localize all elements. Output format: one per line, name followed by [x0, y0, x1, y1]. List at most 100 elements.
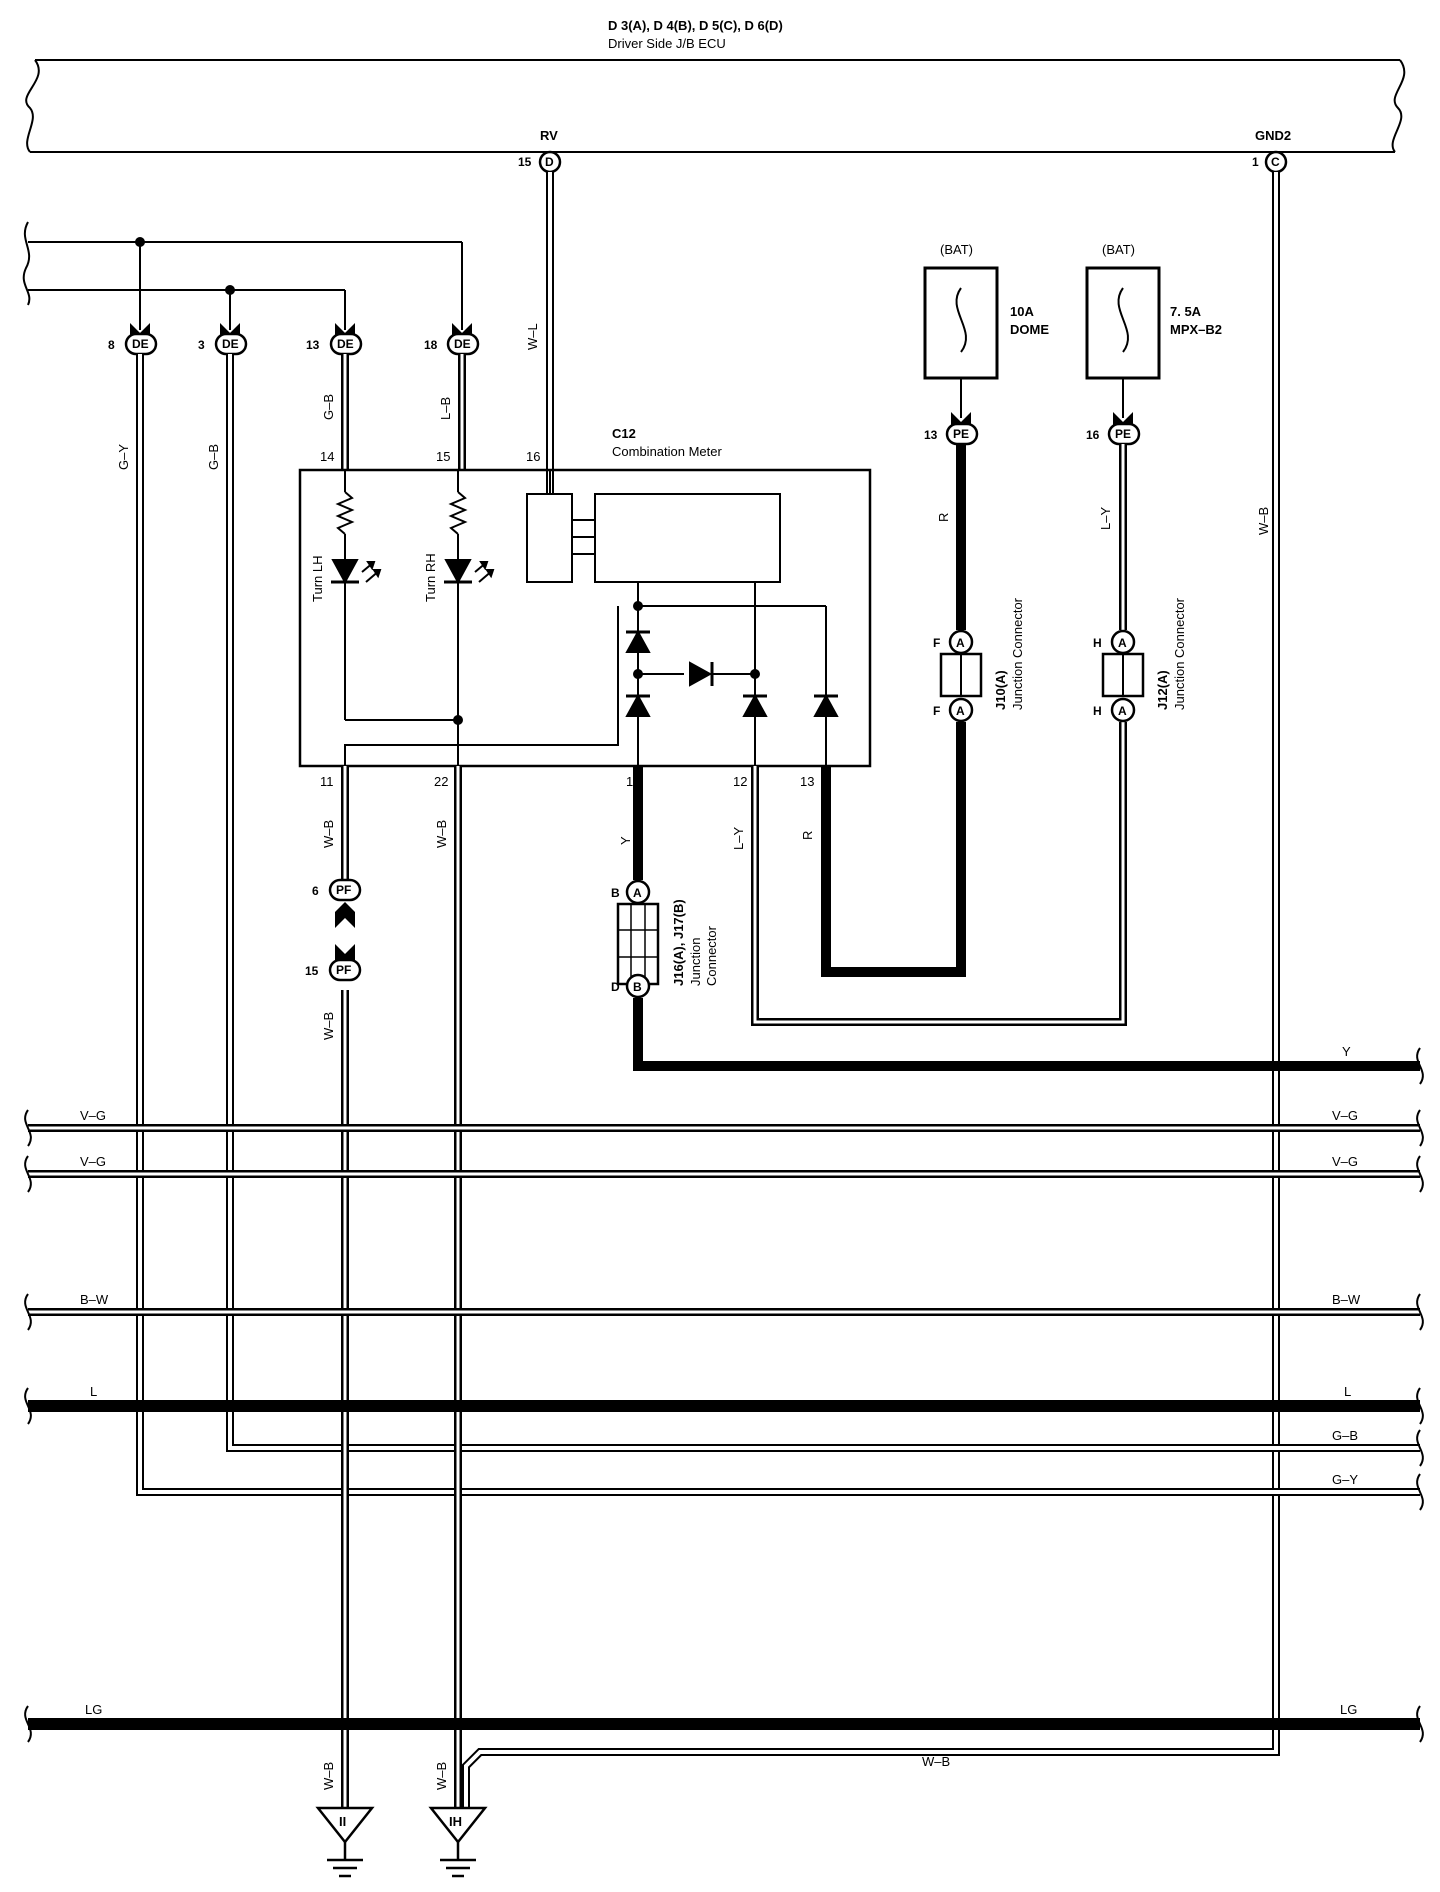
svg-text:A: A: [1118, 704, 1127, 718]
ground-ii-wire: W–B: [321, 1762, 336, 1790]
svg-text:1: 1: [1252, 155, 1259, 169]
svg-text:3: 3: [198, 338, 205, 352]
meter-pin-15: 15: [436, 449, 450, 464]
bus-right-label-6: G–Y: [1332, 1472, 1358, 1487]
svg-text:F: F: [933, 704, 940, 718]
junction-j12-code: J12(A): [1155, 670, 1170, 710]
svg-text:DE: DE: [222, 337, 239, 351]
bus-left-label-1: V–G: [80, 1154, 106, 1169]
gnd-connector: C 1: [1252, 150, 1288, 174]
turn-lh-indicator: [331, 470, 382, 720]
svg-text:PE: PE: [1115, 427, 1131, 441]
svg-text:A: A: [956, 704, 965, 718]
junction-j16-name1: Junction: [688, 938, 703, 986]
meter-pin-14: 14: [320, 449, 334, 464]
wire-w-l-label: W–L: [525, 323, 540, 350]
svg-text:18: 18: [424, 338, 438, 352]
meter-pin-22: 22: [434, 774, 448, 789]
svg-text:PE: PE: [953, 427, 969, 441]
de-connector-3: DE 3: [198, 323, 248, 356]
meter-diodes: [625, 629, 839, 717]
fuse-mpx-name: MPX–B2: [1170, 322, 1222, 337]
bus-break-marks: [24, 1047, 1424, 1743]
wire-13-label: G–B: [321, 394, 336, 420]
fuse-mpx-box: [1085, 266, 1161, 380]
svg-text:F: F: [933, 636, 940, 650]
left-feed: [22, 221, 463, 330]
svg-text:A: A: [1118, 636, 1127, 650]
svg-text:16: 16: [1086, 428, 1100, 442]
wire-l-y-mpx: [751, 444, 1127, 1026]
combination-meter-box: [298, 468, 872, 768]
junction-j10-name: Junction Connector: [1010, 597, 1025, 710]
bus-right-label-2: V–G: [1332, 1154, 1358, 1169]
junction-j16-j17: A B B D: [611, 879, 660, 999]
svg-text:B: B: [633, 980, 642, 994]
bus-right-label-3: B–W: [1332, 1292, 1361, 1307]
meter-pin-11: 11: [320, 774, 334, 789]
fuse-dome-symbol: [955, 287, 967, 353]
turn-lh-label: Turn LH: [310, 556, 325, 602]
ground-return-label: W–B: [922, 1754, 950, 1769]
meter-pin-12: 12: [733, 774, 747, 789]
wire-pf-w-b-label: W–B: [321, 1012, 336, 1040]
svg-text:15: 15: [305, 964, 319, 978]
wire-18-label: L–B: [438, 397, 453, 420]
svg-text:B: B: [611, 886, 620, 900]
bus-right-label-1: V–G: [1332, 1108, 1358, 1123]
wire-y-label: Y: [618, 836, 633, 845]
ground-ii: [315, 1806, 375, 1878]
junction-j16-code: J16(A), J17(B): [671, 899, 686, 986]
svg-text:8: 8: [108, 338, 115, 352]
svg-text:A: A: [956, 636, 965, 650]
svg-text:15: 15: [518, 155, 532, 169]
wire-r-dome: [821, 444, 966, 977]
pe-connector-13: PE 13: [924, 378, 979, 446]
ecu-title: D 3(A), D 4(B), D 5(C), D 6(D): [608, 18, 783, 33]
de-connector-8: DE 8: [108, 323, 158, 356]
fuse-dome-rating: 10A: [1010, 304, 1034, 319]
fuse-mpx-source: (BAT): [1102, 242, 1135, 257]
svg-text:DE: DE: [454, 337, 471, 351]
bus-left-label-4: LG: [85, 1702, 102, 1717]
meter-pin-1: 1: [626, 774, 633, 789]
bus-left-label-3: L: [90, 1384, 97, 1399]
svg-text:H: H: [1093, 704, 1102, 718]
svg-text:D: D: [545, 155, 554, 169]
bus-wires: [28, 1124, 1420, 1730]
svg-text:6: 6: [312, 884, 319, 898]
meter-internal-wiring: [344, 470, 827, 766]
wire-y: [633, 766, 1420, 1071]
junction-j12: A H A H: [1093, 629, 1145, 723]
svg-text:D: D: [611, 980, 620, 994]
ecu-name: Driver Side J/B ECU: [608, 36, 726, 51]
turn-rh-label: Turn RH: [423, 553, 438, 602]
meter-name: Combination Meter: [612, 444, 722, 459]
ecu-box: [25, 59, 1406, 153]
wire-w-b-22-label: W–B: [434, 820, 449, 848]
wire-r-13-label: R: [800, 831, 815, 840]
ground-ih-label: IH: [449, 1814, 462, 1829]
wire-gnd-w-b: [462, 172, 1280, 1810]
fuse-dome-box: [923, 266, 999, 380]
wire-l-y-12-label: L–Y: [731, 827, 746, 850]
svg-text:13: 13: [306, 338, 320, 352]
ground-ii-label: II: [339, 1814, 346, 1829]
bus-right-label-7: LG: [1340, 1702, 1357, 1717]
svg-text:PF: PF: [336, 963, 351, 977]
wire-g-b: [226, 354, 1420, 1452]
junction-j12-name: Junction Connector: [1172, 597, 1187, 710]
wire-r-dome-label: R: [936, 513, 951, 522]
bus-left-label-2: B–W: [80, 1292, 109, 1307]
wire-w-b-11-label: W–B: [321, 820, 336, 848]
ground-ih-wire: W–B: [434, 1762, 449, 1790]
svg-text:PF: PF: [336, 883, 351, 897]
junction-j10-code: J10(A): [993, 670, 1008, 710]
svg-text:13: 13: [924, 428, 938, 442]
bus-right-label-5: G–B: [1332, 1428, 1358, 1443]
de-connector-13: DE 13: [306, 323, 363, 356]
svg-text:DE: DE: [337, 337, 354, 351]
meter-pin-16: 16: [526, 449, 540, 464]
ecu-rv-label: RV: [540, 128, 558, 143]
